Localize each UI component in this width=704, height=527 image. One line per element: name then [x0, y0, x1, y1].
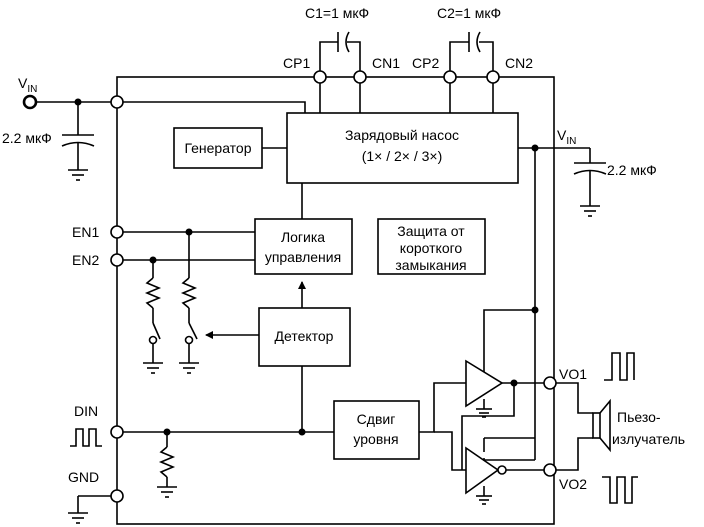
- pin-cn2: CN2: [505, 55, 533, 71]
- level-shift-block: [333, 400, 420, 460]
- pin-en1: EN1: [72, 224, 99, 240]
- pin-cp1: CP1: [283, 55, 310, 71]
- square-wave-icon: [604, 352, 635, 381]
- c2-label: C2=1 мкФ: [437, 5, 501, 21]
- protection-label-3: замыкания: [395, 257, 466, 273]
- detector-label: Детектор: [275, 328, 334, 344]
- pin-cn1: CN1: [372, 55, 400, 71]
- vin-left-cap-label: 2.2 мкФ: [2, 130, 52, 146]
- inverter-icon: [465, 446, 500, 495]
- protection-label-2: короткого: [400, 240, 463, 256]
- logic-label-2: управления: [265, 249, 341, 265]
- level-shift-label-2: уровня: [353, 431, 398, 447]
- pin-din: DIN: [74, 403, 98, 419]
- protection-block: [377, 218, 486, 275]
- vin-main-label: VIN: [18, 75, 37, 95]
- c1-label: C1=1 мкФ: [305, 5, 369, 21]
- charge-pump-label: Зарядовый насос: [345, 127, 459, 143]
- vin-right-label: VIN: [557, 127, 576, 147]
- chip-outline: [116, 76, 555, 525]
- pin-cp2: CP2: [412, 55, 439, 71]
- logic-label-1: Логика: [281, 229, 325, 245]
- piezo-label-2: излучатель: [612, 431, 685, 447]
- pin-vo2: VO2: [559, 476, 587, 492]
- vin-right-cap-label: 2.2 мкФ: [607, 162, 657, 178]
- pin-gnd: GND: [68, 469, 99, 485]
- pin-vo1: VO1: [559, 366, 587, 382]
- piezo-speaker-icon: [592, 412, 601, 439]
- buffer-icon: [465, 359, 504, 408]
- square-wave-icon: [602, 476, 638, 504]
- protection-label-1: Защита от: [397, 223, 465, 239]
- generator-label: Генератор: [184, 140, 251, 156]
- piezo-label-1: Пьезо-: [617, 409, 661, 425]
- pin-en2: EN2: [72, 252, 99, 268]
- charge-pump-modes: (1× / 2× / 3×): [362, 148, 443, 164]
- level-shift-label-1: Сдвиг: [357, 411, 396, 427]
- logic-block: [254, 218, 353, 275]
- detector-block: [258, 307, 351, 367]
- square-wave-icon: [70, 428, 102, 447]
